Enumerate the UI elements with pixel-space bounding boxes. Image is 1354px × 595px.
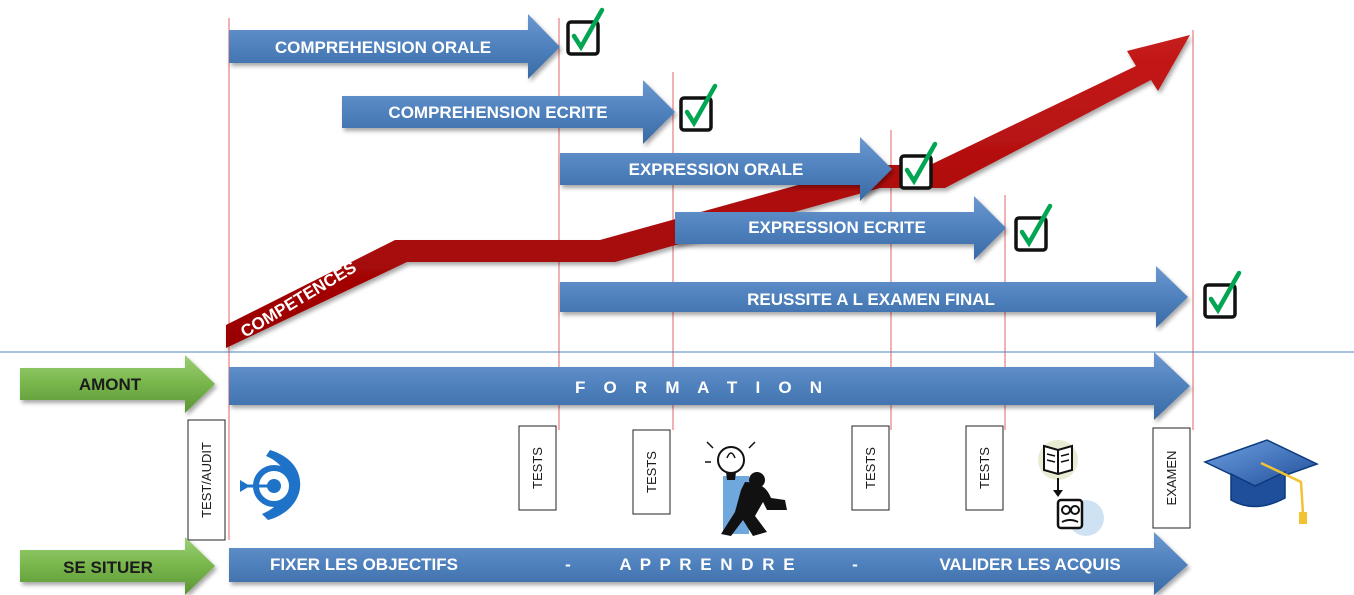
stage-box-test-audit: TEST/AUDIT	[187, 419, 226, 541]
target-icon	[240, 450, 301, 520]
stage-box-examen: EXAMEN	[1152, 427, 1191, 529]
stage-box-tests-4: TESTS	[965, 425, 1004, 511]
competence-arrow-label: COMPREHENSION ECRITE	[388, 103, 607, 122]
book-thinker-icon	[1038, 440, 1104, 536]
lightbulb-man-icon	[705, 441, 787, 536]
phase-separator: -	[852, 555, 858, 574]
competence-arrow-label: REUSSITE A L EXAMEN FINAL	[747, 290, 995, 309]
competences-label: COMPETENCES	[237, 258, 359, 342]
phase-separator: -	[565, 555, 571, 574]
phase-label-acquis: VALIDER LES ACQUIS	[939, 555, 1120, 574]
phase-label-apprendre: A P P R E N D R E	[619, 555, 796, 574]
stage-label: TESTS	[863, 447, 878, 489]
competence-arrow-label: COMPREHENSION ORALE	[275, 38, 491, 57]
stage-label: TEST/AUDIT	[199, 442, 214, 518]
competence-arrow-5: REUSSITE A L EXAMEN FINAL	[560, 266, 1188, 328]
competence-arrow-1: COMPREHENSION ORALE	[229, 14, 560, 79]
stage-label: TESTS	[530, 447, 545, 489]
graduation-cap-icon	[1203, 439, 1319, 524]
formation-label: F O R M A T I O N	[575, 378, 823, 397]
checkbox-check-icon	[566, 7, 605, 56]
stage-label: TESTS	[977, 447, 992, 489]
competence-arrow-label: EXPRESSION ECRITE	[748, 218, 926, 237]
competence-arrow-2: COMPREHENSION ECRITE	[342, 80, 675, 144]
se-situer-arrow: SE SITUER	[20, 537, 215, 595]
checkbox-check-icon	[1203, 270, 1242, 319]
stage-label: EXAMEN	[1164, 451, 1179, 506]
checkbox-check-icon	[899, 141, 938, 190]
competence-arrow-3: EXPRESSION ORALE	[560, 137, 892, 201]
se-situer-label: SE SITUER	[63, 558, 153, 577]
bottom-phase-arrow: FIXER LES OBJECTIFS - A P P R E N D R E …	[229, 532, 1188, 595]
competence-arrow-label: EXPRESSION ORALE	[629, 160, 804, 179]
phase-label-objectifs: FIXER LES OBJECTIFS	[270, 555, 458, 574]
stage-label: TESTS	[644, 451, 659, 493]
checkbox-check-icon	[1014, 203, 1053, 252]
amont-arrow: AMONT	[20, 355, 215, 413]
stage-box-tests-2: TESTS	[632, 429, 671, 515]
competence-arrow-4: EXPRESSION ECRITE	[675, 196, 1006, 260]
stage-box-tests-3: TESTS	[851, 425, 890, 511]
amont-label: AMONT	[79, 375, 142, 394]
checkbox-check-icon	[679, 83, 718, 132]
stage-box-tests-1: TESTS	[518, 425, 557, 511]
formation-arrow: F O R M A T I O N	[229, 352, 1190, 420]
